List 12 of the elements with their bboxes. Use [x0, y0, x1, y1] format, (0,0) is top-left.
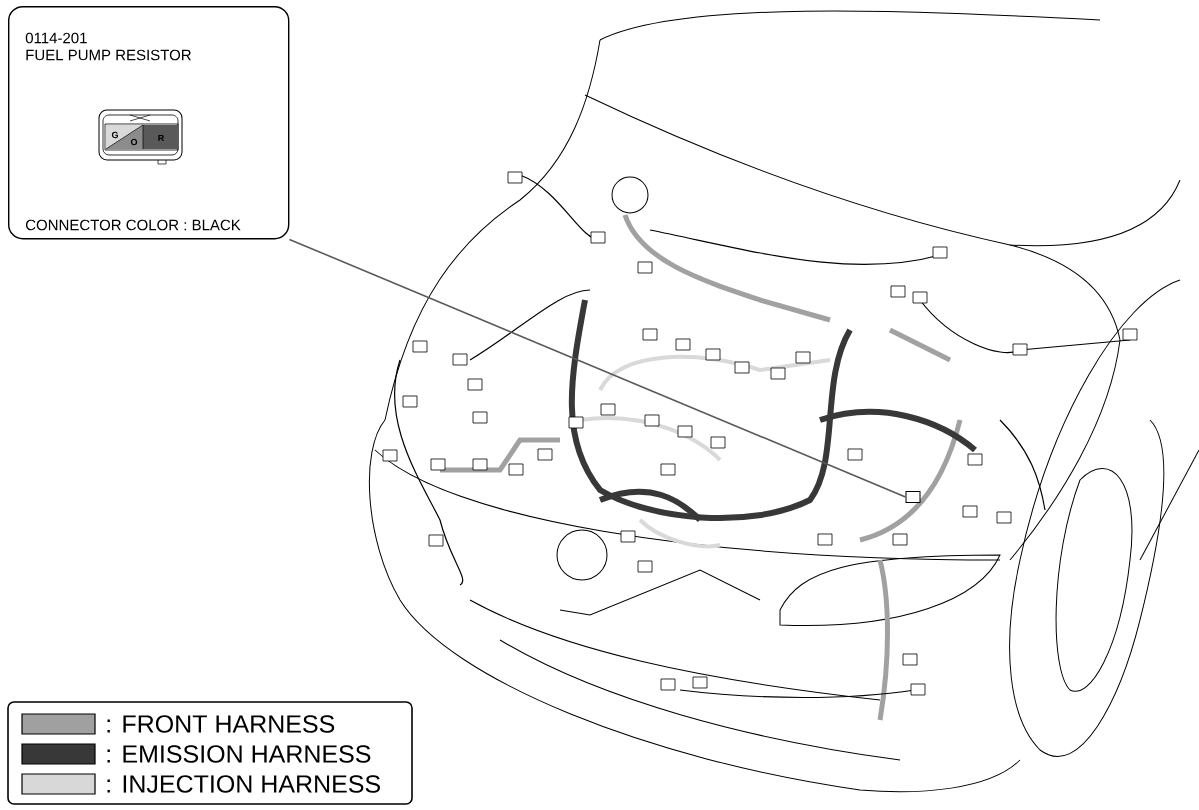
legend-label: : EMISSION HARNESS: [107, 745, 371, 763]
legend-label: : FRONT HARNESS: [107, 715, 335, 733]
pin-label: G: [111, 131, 118, 139]
pin-label: O: [130, 138, 138, 146]
callout-text: 0114-201: [25, 32, 87, 44]
leader-line: [288, 238, 907, 498]
legend-label: : INJECTION HARNESS: [107, 775, 380, 793]
callout-text: CONNECTOR COLOR : BLACK: [26, 219, 241, 231]
harness-connector: [905, 491, 921, 503]
callout-box: [8, 6, 290, 240]
pin-label: R: [158, 134, 165, 142]
callout-text: FUEL PUMP RESISTOR: [26, 49, 191, 61]
